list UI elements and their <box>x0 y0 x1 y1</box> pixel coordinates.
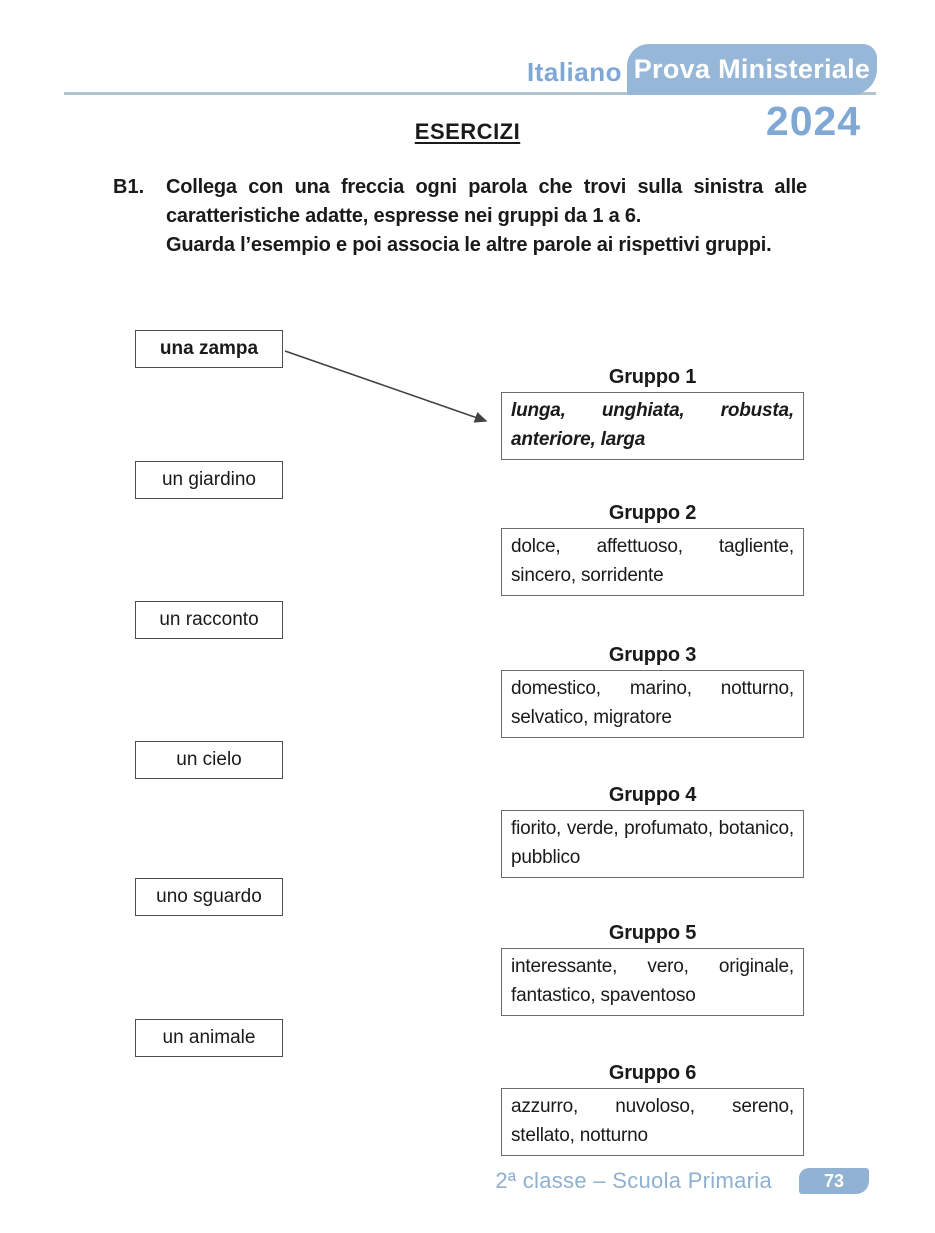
group-adjectives: domestico, marino, notturno, selvatico, … <box>501 670 804 738</box>
page-title: ESERCIZI <box>0 119 935 145</box>
group-title: Gruppo 4 <box>608 784 697 806</box>
exercise-instructions: Collega con una freccia ogni parola che … <box>166 173 807 260</box>
page-title-text: ESERCIZI <box>414 119 521 144</box>
exercise-b1: B1. Collega con una freccia ogni parola … <box>113 173 807 260</box>
group-5: Gruppo 5 interessante, vero, originale, … <box>501 922 804 1016</box>
exercise-instruction-paragraph: Guarda l’esempio e poi associa le altre … <box>166 234 772 256</box>
word-box-un-animale: un animale <box>135 1019 283 1057</box>
group-adjectives: fiorito, verde, profumato, botanico, pub… <box>501 810 804 878</box>
group-2: Gruppo 2 dolce, affettuoso, tagliente, s… <box>501 502 804 596</box>
year-label: 2024 <box>765 98 862 144</box>
page-number: 73 <box>823 1170 845 1191</box>
exercise-number: B1. <box>113 176 145 198</box>
group-title: Gruppo 3 <box>608 644 697 666</box>
footer-class-label: 2ª classe – Scuola Primaria <box>495 1168 772 1193</box>
group-adjectives: dolce, affettuoso, tagliente, sincero, s… <box>501 528 804 596</box>
group-1: Gruppo 1 lunga, unghiata, robusta, anter… <box>501 366 804 460</box>
page-number-badge: 73 <box>799 1168 869 1194</box>
group-6: Gruppo 6 azzurro, nuvoloso, sereno, stel… <box>501 1062 804 1156</box>
word-label: un racconto <box>159 609 259 630</box>
exercise-instruction-paragraph: Collega con una freccia ogni parola che … <box>166 176 807 227</box>
word-label: una zampa <box>159 338 259 359</box>
group-title: Gruppo 1 <box>608 366 697 388</box>
ministerial-test-badge: Prova Ministeriale <box>627 44 877 95</box>
word-label: un giardino <box>161 469 257 490</box>
group-adjectives: lunga, unghiata, robusta, anteriore, lar… <box>501 392 804 460</box>
header-divider-line <box>64 92 876 95</box>
word-box-un-cielo: un cielo <box>135 741 283 779</box>
word-box-uno-sguardo: uno sguardo <box>135 878 283 916</box>
group-adjectives: interessante, vero, originale, fantastic… <box>501 948 804 1016</box>
word-label: un animale <box>162 1027 256 1048</box>
group-title: Gruppo 5 <box>608 922 697 944</box>
word-label: uno sguardo <box>156 886 262 907</box>
group-3: Gruppo 3 domestico, marino, notturno, se… <box>501 644 804 738</box>
word-box-una-zampa: una zampa <box>135 330 283 368</box>
group-title: Gruppo 6 <box>608 1062 697 1084</box>
subject-label: Italiano <box>526 57 622 87</box>
group-title: Gruppo 2 <box>608 502 697 524</box>
ministerial-test-badge-label: Prova Ministeriale <box>633 54 871 84</box>
group-4: Gruppo 4 fiorito, verde, profumato, bota… <box>501 784 804 878</box>
word-box-un-giardino: un giardino <box>135 461 283 499</box>
word-box-un-racconto: un racconto <box>135 601 283 639</box>
word-label: un cielo <box>176 749 242 770</box>
group-adjectives: azzurro, nuvoloso, sereno, stellato, not… <box>501 1088 804 1156</box>
